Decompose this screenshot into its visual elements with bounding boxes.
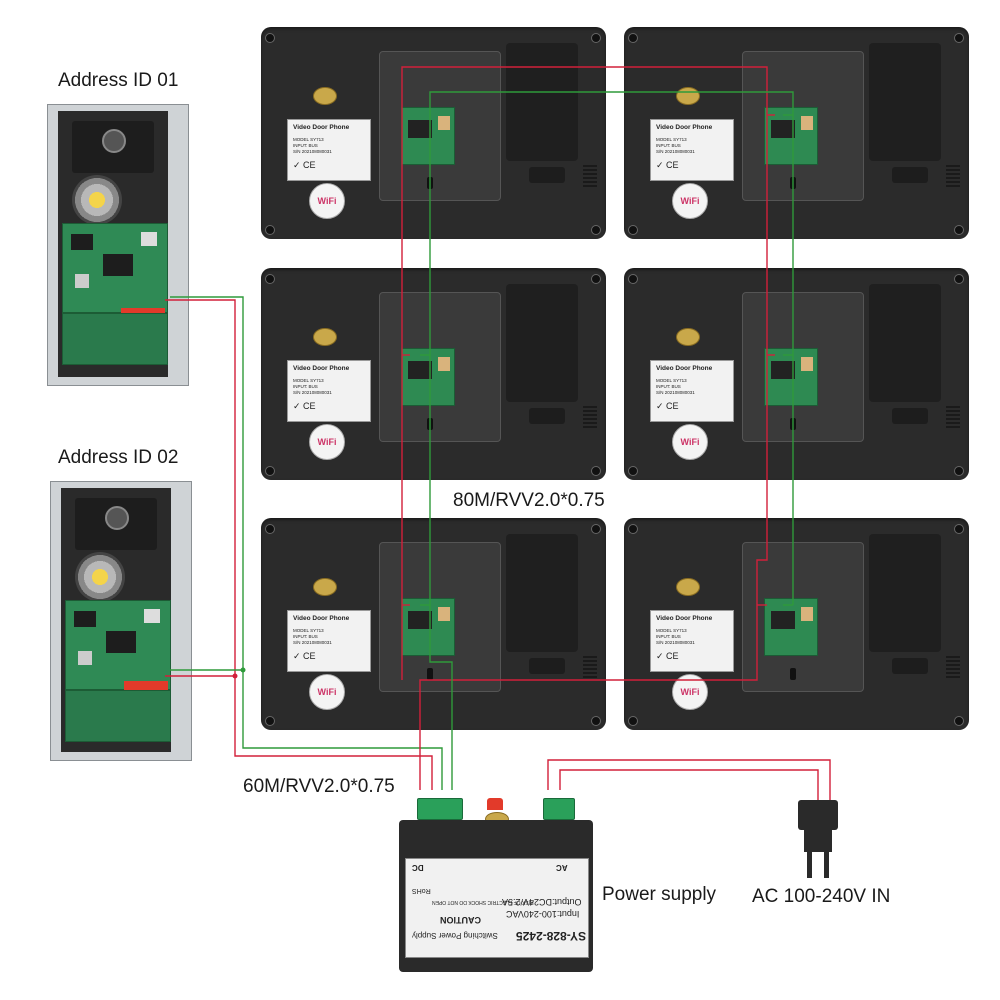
- psu-name-text: Switching Power Supply: [412, 931, 498, 940]
- wifi-icon: WiFi: [672, 674, 708, 710]
- terminal-block: [124, 681, 150, 691]
- psu-dc-text: DC: [412, 863, 424, 872]
- ac-terminal: [543, 798, 575, 820]
- speaker-grille: [583, 656, 597, 678]
- speaker-grille: [946, 656, 960, 678]
- wifi-icon: WiFi: [309, 183, 345, 219]
- ac-input-label: AC 100-240V IN: [752, 886, 891, 907]
- battery-slot: [506, 534, 578, 652]
- quality-seal: [676, 578, 700, 596]
- speaker-icon: [72, 175, 122, 225]
- cable-60m-label: 60M/RVV2.0*0.75: [243, 776, 395, 797]
- camera-housing: [72, 121, 154, 173]
- wifi-icon: WiFi: [672, 424, 708, 460]
- monitor-model: MODEL SY713: [293, 137, 324, 142]
- quality-seal: [313, 87, 337, 105]
- speaker-icon: [75, 552, 125, 602]
- indoor-monitor: Video Door Phone MODEL SY713 INPUT: BUS …: [261, 268, 606, 480]
- outdoor-station-02: [50, 481, 192, 761]
- indoor-monitor: Video Door Phone MODEL SY713 INPUT: BUS …: [261, 518, 606, 730]
- monitor-serial: S/N 202108080031: [293, 149, 332, 154]
- monitor-serial: S/N 202108080031: [656, 390, 695, 395]
- psu-rohs-text: RoHS: [412, 887, 431, 894]
- power-supply-unit: DC AC RoHS Output:DC24V/2.5A Input:100-2…: [399, 798, 593, 972]
- monitor-title: Video Door Phone: [293, 124, 350, 131]
- plug-icon: [798, 800, 838, 878]
- outdoor-station-01: [47, 104, 189, 386]
- monitor-input: INPUT: BUS: [293, 143, 318, 148]
- monitor-serial: S/N 202108080031: [656, 640, 695, 645]
- psu-warning-text: RISK OF ELECTRIC SHOCK DO NOT OPEN: [432, 899, 534, 905]
- battery-slot: [869, 534, 941, 652]
- monitor-spec-label: Video Door Phone MODEL SY713 INPUT: BUS …: [287, 119, 371, 181]
- monitor-spec-label: Video Door Phone MODEL SY713 INPUT: BUS …: [650, 360, 734, 422]
- monitor-serial: S/N 202108080031: [293, 390, 332, 395]
- monitor-serial: S/N 202108080031: [293, 640, 332, 645]
- pcb-board: [62, 223, 168, 318]
- psu-input-text: Input:100-240VAC: [506, 909, 580, 919]
- pcb-board: [764, 107, 818, 165]
- monitor-spec-label: Video Door Phone MODEL SY713 INPUT: BUS …: [287, 360, 371, 422]
- speaker-grille: [583, 406, 597, 428]
- cert-marks: ✓ CE: [656, 651, 679, 661]
- dc-terminal: [417, 798, 463, 820]
- indoor-monitor: Video Door Phone MODEL SY713 INPUT: BUS …: [261, 27, 606, 239]
- cert-marks: ✓ CE: [293, 160, 316, 170]
- monitor-serial: S/N 202108080031: [656, 149, 695, 154]
- wire-ac-red-2: [559, 769, 819, 800]
- pcb-board: [401, 598, 455, 656]
- pcb-board: [401, 348, 455, 406]
- cert-marks: ✓ CE: [656, 401, 679, 411]
- cert-marks: ✓ CE: [656, 160, 679, 170]
- cert-marks: ✓ CE: [293, 651, 316, 661]
- psu-label-panel: DC AC RoHS Output:DC24V/2.5A Input:100-2…: [405, 858, 589, 958]
- monitor-title: Video Door Phone: [656, 124, 713, 131]
- quality-seal: [313, 578, 337, 596]
- psu-model-text: SY-828-2425: [516, 929, 587, 943]
- wifi-icon: WiFi: [309, 674, 345, 710]
- quality-seal: [313, 328, 337, 346]
- battery-slot: [869, 284, 941, 402]
- speaker-grille: [946, 165, 960, 187]
- monitor-title: Video Door Phone: [656, 615, 713, 622]
- pcb-board: [764, 348, 818, 406]
- camera-housing: [75, 498, 157, 550]
- monitor-spec-label: Video Door Phone MODEL SY713 INPUT: BUS …: [650, 119, 734, 181]
- monitor-spec-label: Video Door Phone MODEL SY713 INPUT: BUS …: [650, 610, 734, 672]
- speaker-grille: [946, 406, 960, 428]
- quality-seal: [676, 328, 700, 346]
- wifi-icon: WiFi: [672, 183, 708, 219]
- wifi-icon: WiFi: [309, 424, 345, 460]
- indoor-monitor: Video Door Phone MODEL SY713 INPUT: BUS …: [624, 518, 969, 730]
- pcb-board: [65, 600, 171, 691]
- psu-ac-text: AC: [556, 863, 568, 872]
- quality-seal: [676, 87, 700, 105]
- power-supply-label: Power supply: [602, 884, 717, 905]
- pcb-board: [401, 107, 455, 165]
- address-id-02-label: Address ID 02: [58, 447, 179, 468]
- battery-slot: [869, 43, 941, 161]
- monitor-title: Video Door Phone: [656, 365, 713, 372]
- address-id-01-label: Address ID 01: [58, 70, 179, 91]
- status-led: [487, 798, 503, 810]
- speaker-grille: [583, 165, 597, 187]
- monitor-spec-label: Video Door Phone MODEL SY713 INPUT: BUS …: [287, 610, 371, 672]
- monitor-title: Video Door Phone: [293, 365, 350, 372]
- indoor-monitor: Video Door Phone MODEL SY713 INPUT: BUS …: [624, 27, 969, 239]
- wire-ac-red: [547, 759, 831, 800]
- battery-slot: [506, 43, 578, 161]
- monitor-title: Video Door Phone: [293, 615, 350, 622]
- cable-80m-label: 80M/RVV2.0*0.75: [453, 490, 605, 511]
- psu-caution-text: CAUTION: [440, 915, 481, 925]
- battery-slot: [506, 284, 578, 402]
- pcb-board: [764, 598, 818, 656]
- indoor-monitor: Video Door Phone MODEL SY713 INPUT: BUS …: [624, 268, 969, 480]
- cert-marks: ✓ CE: [293, 401, 316, 411]
